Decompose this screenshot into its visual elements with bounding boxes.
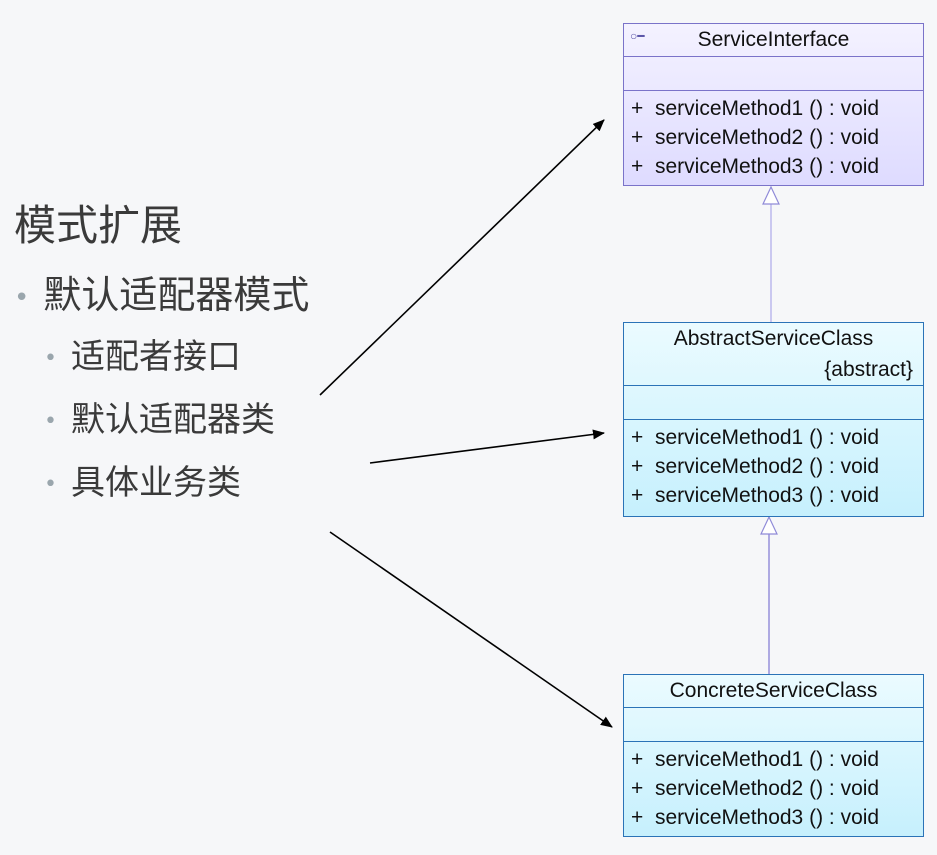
class-header: ConcreteServiceClass [624, 675, 923, 708]
operation-item: +serviceMethod3 () : void [631, 155, 880, 178]
operation-item: +serviceMethod3 () : void [631, 806, 880, 829]
sub-bullet-default-adapter-class: • 默认适配器类 [44, 393, 275, 449]
class-name: ConcreteServiceClass [669, 679, 878, 702]
bullet-dot: • [44, 345, 57, 371]
operation-item: +serviceMethod1 () : void [631, 97, 880, 120]
attributes-compartment [624, 708, 923, 742]
bullet-label: 适配者接口 [70, 337, 241, 377]
bullet-dot: • [14, 282, 30, 313]
operation-item: +serviceMethod2 () : void [631, 126, 880, 149]
operation-item: +serviceMethod2 () : void [631, 777, 880, 800]
bullet-label: 默认适配器模式 [43, 273, 310, 317]
sub-bullet-adaptee-interface: • 适配者接口 [44, 330, 241, 386]
uml-class-abstract-service-class[interactable]: AbstractServiceClass {abstract} +service… [623, 322, 924, 517]
pointer-arrow-to-abstract [369, 429, 605, 464]
operation-item: +serviceMethod1 () : void [631, 748, 880, 771]
attributes-compartment [624, 386, 923, 420]
operation-item: +serviceMethod2 () : void [631, 455, 880, 478]
bullet-dot: • [44, 471, 57, 497]
slide-title: 模式扩展 [14, 201, 183, 250]
class-header: AbstractServiceClass {abstract} [624, 323, 923, 386]
bullet-default-adapter-pattern: • 默认适配器模式 [14, 266, 309, 327]
bullet-label: 默认适配器类 [70, 400, 275, 440]
operations-compartment: +serviceMethod1 () : void +serviceMethod… [624, 420, 923, 514]
interface-icon: ○━ [630, 29, 645, 43]
pointer-arrow-to-interface [319, 119, 605, 396]
sub-bullet-concrete-business-class: • 具体业务类 [44, 456, 241, 512]
class-header: ○━ ServiceInterface [624, 24, 923, 57]
operations-compartment: +serviceMethod1 () : void +serviceMethod… [624, 742, 923, 836]
pointer-arrow-to-concrete [329, 531, 613, 728]
operation-item: +serviceMethod3 () : void [631, 484, 880, 507]
bullet-label: 具体业务类 [70, 463, 241, 503]
class-name: ServiceInterface [697, 28, 850, 51]
uml-class-concrete-service-class[interactable]: ConcreteServiceClass +serviceMethod1 () … [623, 674, 924, 837]
bullet-dot: • [44, 408, 57, 434]
abstract-stereotype: {abstract} [824, 358, 913, 381]
attributes-compartment [624, 57, 923, 91]
uml-class-service-interface[interactable]: ○━ ServiceInterface +serviceMethod1 () :… [623, 23, 924, 186]
operation-item: +serviceMethod1 () : void [631, 426, 880, 449]
operations-compartment: +serviceMethod1 () : void +serviceMethod… [624, 91, 923, 185]
realization-arrowhead [762, 185, 780, 205]
generalization-arrowhead [760, 515, 778, 535]
class-name: AbstractServiceClass [673, 327, 874, 350]
